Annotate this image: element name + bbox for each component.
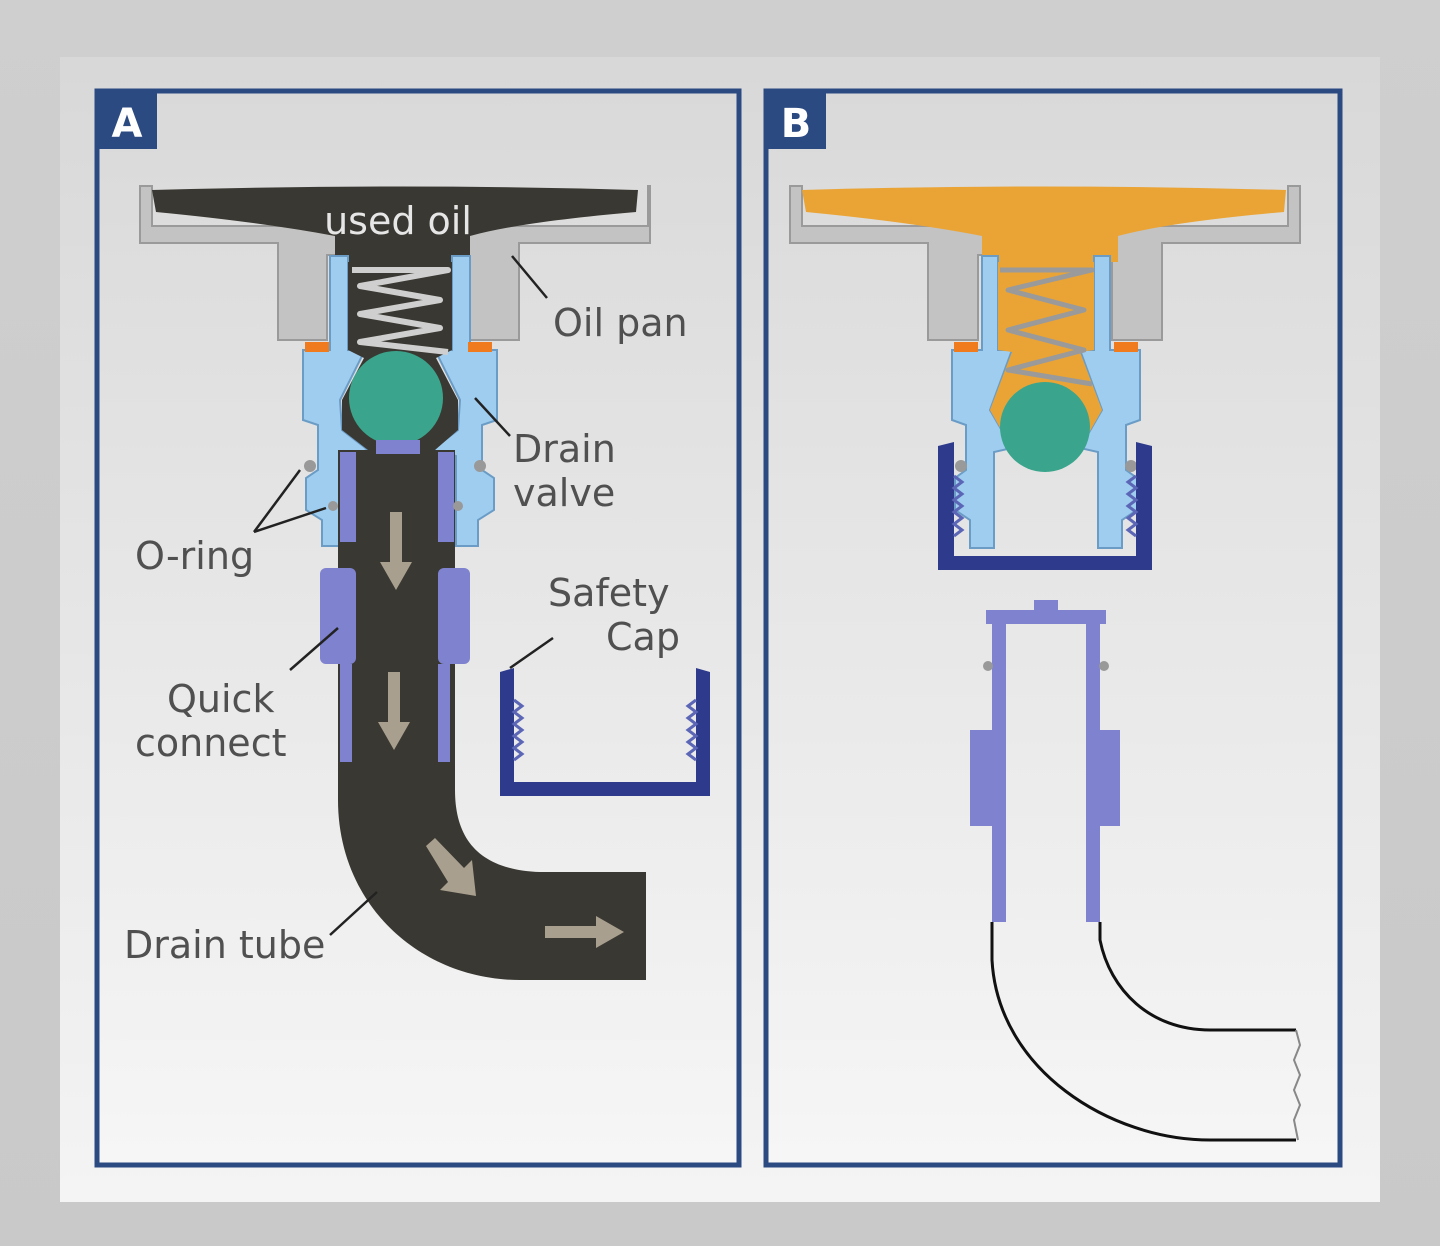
label-oil-pan: Oil pan — [553, 301, 688, 345]
valve-ball-b — [1000, 382, 1090, 472]
label-drain-valve-1: Drain — [513, 427, 616, 471]
drain-tube-b — [990, 922, 1302, 1142]
panel-a-tag — [97, 91, 157, 149]
leader-safety-cap — [509, 636, 554, 670]
safety-cap-threads-left-a — [511, 698, 525, 762]
safety-cap-a — [500, 668, 710, 796]
panel-b-tag — [766, 91, 826, 149]
safety-cap-b — [938, 442, 1152, 570]
gasket-left-b — [954, 342, 978, 352]
o-ring-4-a — [453, 501, 463, 511]
label-quick-connect-2: connect — [135, 721, 286, 765]
flow-arrow-1 — [380, 512, 412, 590]
o-ring-2-a — [328, 501, 338, 511]
leader-o-ring-1 — [252, 469, 302, 533]
valve-spring-a — [352, 267, 451, 355]
flow-arrow-4 — [545, 916, 624, 948]
panel-a: A — [94, 88, 742, 1168]
o-ring-1-b — [955, 460, 967, 472]
flow-arrow-2 — [378, 672, 410, 750]
o-ring-2-b — [1125, 460, 1137, 472]
gasket-right-b — [1114, 342, 1138, 352]
label-safety-cap-2: Cap — [606, 615, 680, 659]
safety-cap-threads-right-b — [1125, 474, 1139, 538]
valve-spring-b — [1000, 267, 1095, 387]
label-used-oil: used oil — [324, 199, 472, 243]
label-o-ring: O-ring — [135, 534, 254, 578]
safety-cap-threads-right-a — [685, 698, 699, 762]
leader-oil-pan — [511, 255, 548, 299]
o-ring-3-b — [983, 661, 993, 671]
o-ring-3-a — [474, 460, 486, 472]
flow-arrow-3 — [426, 838, 476, 896]
panel-b-letter: B — [781, 101, 812, 147]
o-ring-4-b — [1099, 661, 1109, 671]
fresh-oil-pool — [802, 186, 1286, 262]
leader-drain-tube — [329, 891, 378, 936]
quick-connect-a — [320, 440, 470, 762]
panel-b: B — [763, 88, 1343, 1168]
leader-drain-valve — [474, 397, 511, 437]
label-safety-cap-1: Safety — [548, 571, 670, 615]
panel-a-letter: A — [112, 101, 143, 147]
label-quick-connect-1: Quick — [167, 677, 274, 721]
gasket-right-a — [468, 342, 492, 352]
leader-o-ring-2 — [253, 506, 327, 534]
flow-arrows — [378, 512, 624, 948]
label-drain-valve-2: valve — [513, 471, 615, 515]
quick-connect-b — [970, 600, 1120, 922]
leader-quick-connect — [289, 627, 339, 671]
safety-cap-threads-left-b — [951, 474, 965, 538]
label-drain-tube: Drain tube — [124, 923, 325, 967]
leader-lines-a — [252, 255, 554, 936]
drain-tube-a — [338, 450, 646, 980]
o-ring-1-a — [304, 460, 316, 472]
used-oil-pool — [152, 186, 638, 262]
gasket-left-a — [305, 342, 329, 352]
valve-ball-a — [349, 351, 443, 445]
